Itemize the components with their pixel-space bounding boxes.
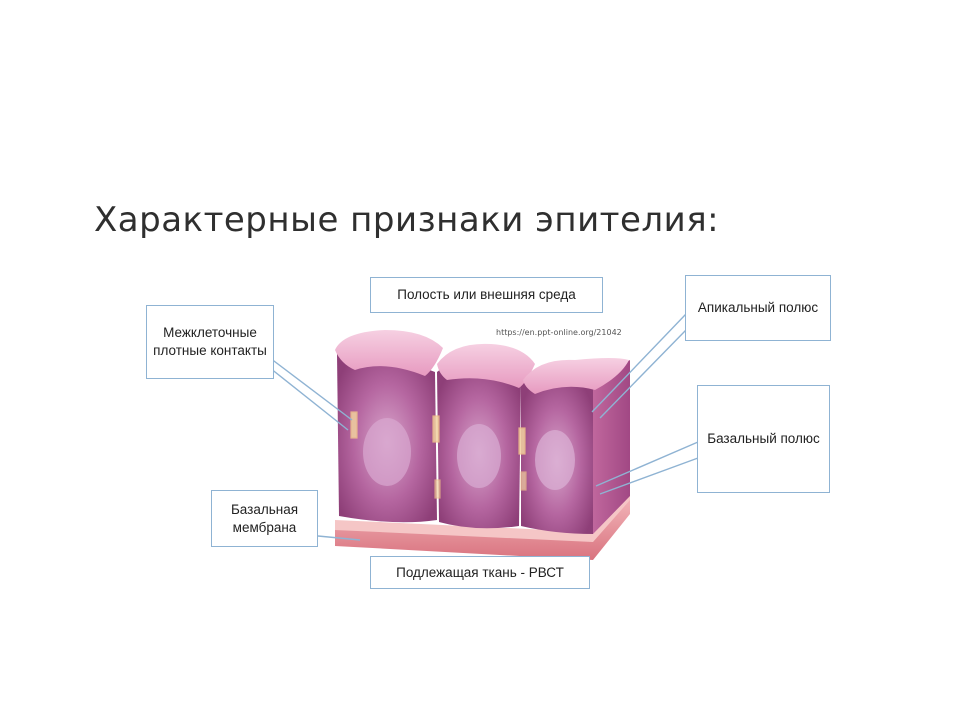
slide-title: Характерные признаки эпителия: <box>94 200 720 240</box>
label-cavity: Полость или внешняя среда <box>370 277 603 313</box>
image-credit: https://en.ppt-online.org/21042 <box>496 328 622 337</box>
label-apical-pole: Апикальный полюс <box>685 275 831 341</box>
label-tight-junctions: Межклеточные плотные контакты <box>146 305 274 379</box>
basement-membrane-shape <box>335 490 630 560</box>
junction-markings <box>350 411 527 499</box>
label-underlying-tissue: Подлежащая ткань - РВСТ <box>370 556 590 589</box>
label-basal-pole: Базальный полюс <box>697 385 830 493</box>
epithelial-cells <box>337 345 593 534</box>
epithelium-illustration <box>335 330 630 560</box>
label-basement-membrane: Базальная мембрана <box>211 490 318 547</box>
